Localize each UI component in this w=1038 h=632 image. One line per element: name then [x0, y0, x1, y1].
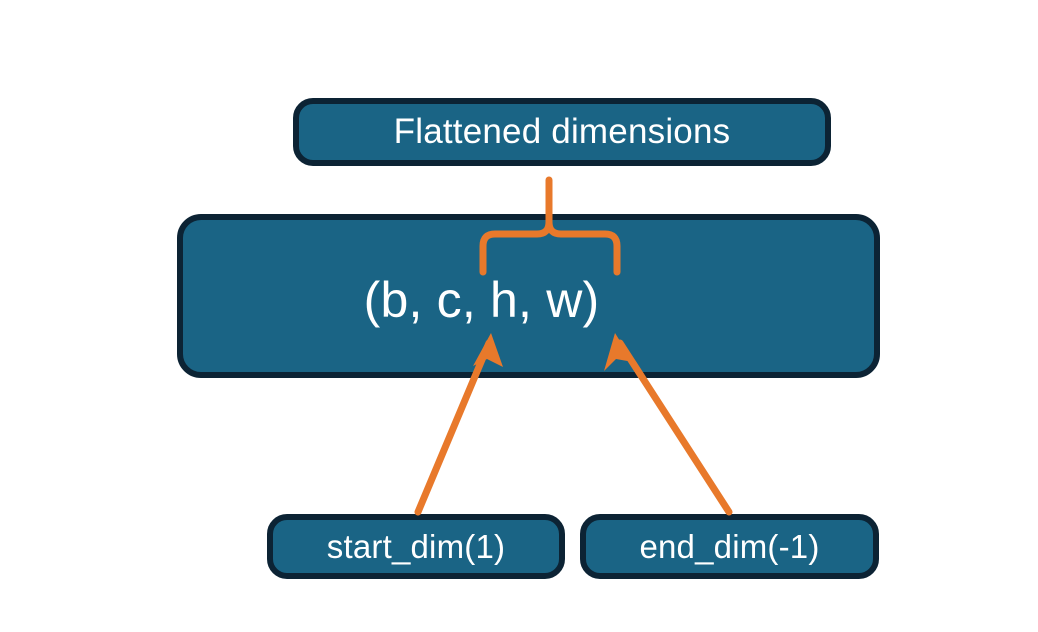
node-flattened-dimensions-label: Flattened dimensions [393, 112, 731, 151]
node-start-dim-label: start_dim(1) [326, 527, 506, 565]
node-tensor-shape[interactable]: (b, c, h, w) [177, 214, 880, 378]
node-start-dim[interactable]: start_dim(1) [267, 514, 565, 579]
node-tensor-shape-label: (b, c, h, w) [363, 272, 600, 328]
node-flattened-dimensions[interactable]: Flattened dimensions [293, 98, 831, 166]
node-end-dim[interactable]: end_dim(-1) [580, 514, 879, 579]
node-end-dim-label: end_dim(-1) [639, 527, 820, 565]
